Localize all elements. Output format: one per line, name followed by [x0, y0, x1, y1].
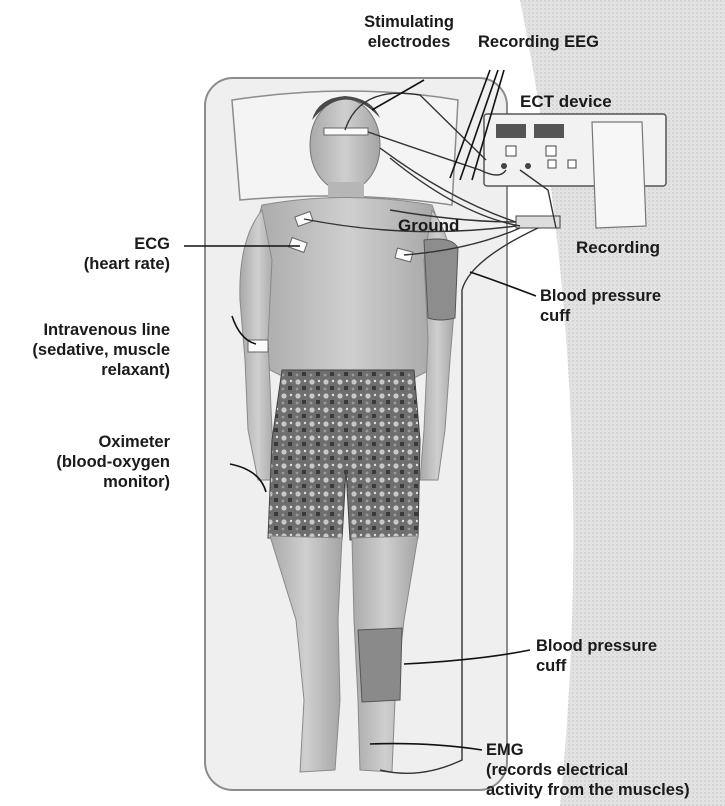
stimulating-line-2: electrodes — [350, 32, 468, 52]
iv-line-label: Intravenous line (sedative, muscle relax… — [4, 320, 170, 380]
recording-line-1: Recording — [576, 238, 660, 258]
emg-line-2: (records electrical — [486, 760, 690, 780]
recording-paper — [592, 122, 646, 228]
ecg-line-1: ECG — [20, 234, 170, 254]
leg-bp-cuff — [358, 628, 402, 702]
oximeter-line-1: Oximeter — [30, 432, 170, 452]
arm-bp-cuff-label: Blood pressure cuff — [540, 286, 661, 326]
ground-line-1: Ground — [398, 216, 459, 236]
stimulating-electrodes-label: Stimulating electrodes — [350, 12, 468, 52]
oximeter-line-2: (blood-oxygen — [30, 452, 170, 472]
leg-bp-line-2: cuff — [536, 656, 657, 676]
recording-eeg-label: Recording EEG — [478, 32, 599, 52]
iv-line-2: (sedative, muscle — [4, 340, 170, 360]
oximeter-line-3: monitor) — [30, 472, 170, 492]
arm-bp-line-2: cuff — [540, 306, 661, 326]
ecg-label: ECG (heart rate) — [20, 234, 170, 274]
emg-label: EMG (records electrical activity from th… — [486, 740, 690, 800]
ect-device-line-1: ECT device — [520, 92, 612, 112]
emg-line-3: activity from the muscles) — [486, 780, 690, 800]
oximeter-label: Oximeter (blood-oxygen monitor) — [30, 432, 170, 492]
emg-line-1: EMG — [486, 740, 690, 760]
ecg-line-2: (heart rate) — [20, 254, 170, 274]
iv-line-3: relaxant) — [4, 360, 170, 380]
ect-device-label: ECT device — [520, 92, 612, 112]
arm-bp-line-1: Blood pressure — [540, 286, 661, 306]
leg-bp-cuff-label: Blood pressure cuff — [536, 636, 657, 676]
recording-label: Recording — [576, 238, 660, 258]
recording-eeg-line-1: Recording EEG — [478, 32, 599, 52]
leg-bp-line-1: Blood pressure — [536, 636, 657, 656]
stimulating-line-1: Stimulating — [350, 12, 468, 32]
iv-line-1: Intravenous line — [4, 320, 170, 340]
ground-label: Ground — [398, 216, 459, 236]
